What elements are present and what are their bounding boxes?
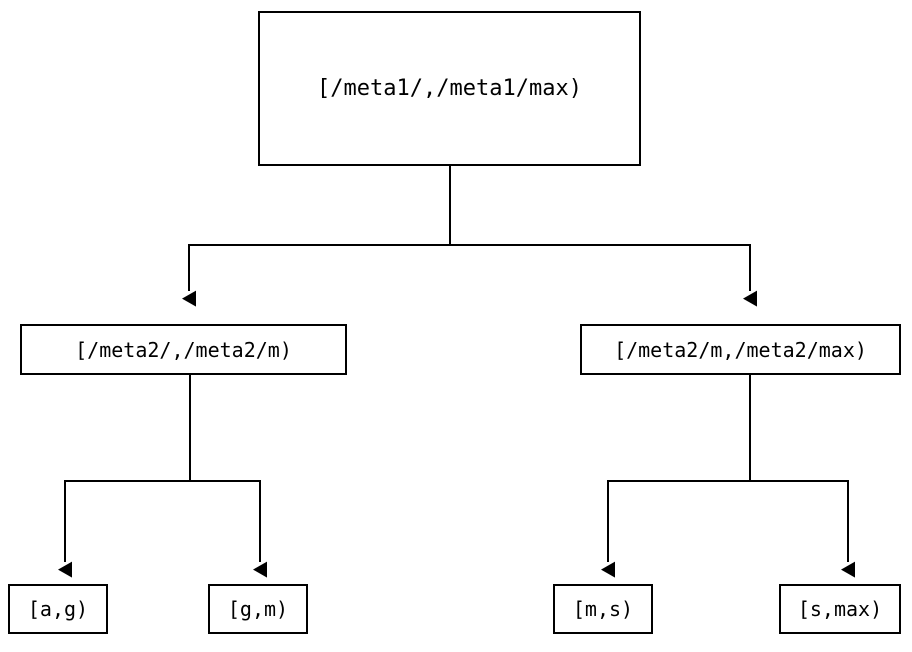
tree-node-leaf-smax: [s,max) — [779, 584, 901, 634]
tree-node-leaf-smax-label: [s,max) — [797, 597, 883, 621]
tree-node-mid-left: [/meta2/,/meta2/m) — [20, 324, 347, 375]
edge-root-to-mid-right — [449, 166, 757, 307]
tree-node-leaf-gm: [g,m) — [208, 584, 308, 634]
tree-node-mid-right-label: [/meta2/m,/meta2/max) — [614, 337, 867, 362]
tree-node-leaf-ms-label: [m,s) — [572, 597, 634, 621]
tree-node-root: [/meta1/,/meta1/max) — [258, 11, 641, 166]
edge-mid-right-to-leaf-smax — [749, 375, 855, 578]
tree-node-leaf-ms: [m,s) — [553, 584, 653, 634]
edge-root-to-mid-left — [182, 166, 451, 307]
tree-node-root-label: [/meta1/,/meta1/max) — [317, 76, 582, 101]
tree-node-leaf-ag: [a,g) — [8, 584, 108, 634]
edge-mid-left-to-leaf-ag — [58, 375, 191, 578]
edge-mid-right-to-leaf-ms — [601, 375, 751, 578]
tree-node-mid-left-label: [/meta2/,/meta2/m) — [75, 337, 292, 362]
tree-node-leaf-ag-label: [a,g) — [27, 597, 89, 621]
edge-mid-left-to-leaf-gm — [189, 375, 267, 578]
tree-node-mid-right: [/meta2/m,/meta2/max) — [580, 324, 901, 375]
tree-node-leaf-gm-label: [g,m) — [227, 597, 289, 621]
